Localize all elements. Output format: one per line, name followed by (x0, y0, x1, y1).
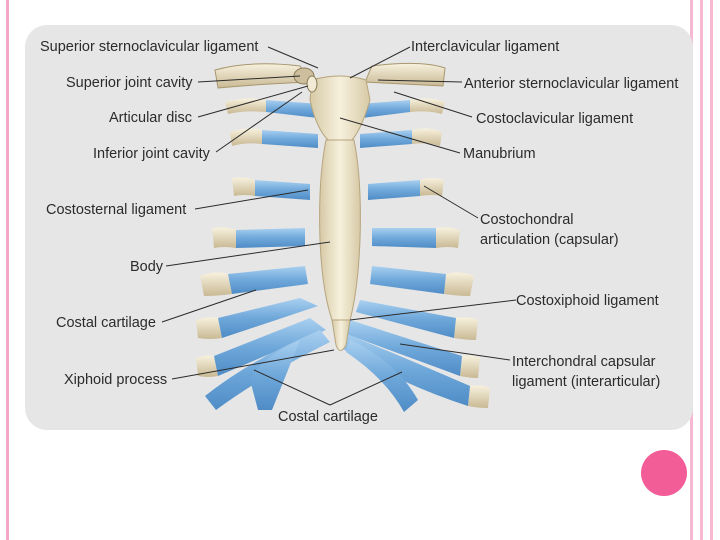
rib-left-4 (212, 227, 236, 248)
label-interchondral-capsular-1: Interchondral capsular (512, 354, 656, 370)
label-costosternal-ligament: Costosternal ligament (46, 202, 186, 218)
clavicle-right (365, 63, 445, 86)
label-interclavicular-ligament: Interclavicular ligament (411, 39, 559, 55)
rib-right-3 (420, 178, 444, 196)
label-costochondral-articulation-1: Costochondral (480, 212, 574, 228)
cartilage-left-5 (228, 266, 308, 294)
cartilage-right-5 (370, 266, 446, 294)
label-costal-cartilage-left: Costal cartilage (56, 315, 156, 331)
rib-left-3 (232, 177, 255, 196)
label-body: Body (130, 259, 164, 275)
slide-border-right-2 (700, 0, 703, 540)
label-articular-disc: Articular disc (109, 110, 192, 126)
left-ribs (196, 98, 330, 410)
sternum-diagram: Superior sternoclavicular ligament Inter… (25, 25, 693, 430)
label-superior-joint-cavity: Superior joint cavity (66, 75, 193, 91)
articular-disc-shape (307, 76, 317, 92)
rib-right-8 (468, 385, 490, 408)
label-anterior-sternoclavicular-ligament: Anterior sternoclavicular ligament (464, 76, 678, 92)
cartilage-right-3 (368, 180, 420, 200)
cartilage-left-2 (262, 130, 318, 148)
slide-accent-circle (641, 450, 687, 496)
label-costal-cartilage-bottom: Costal cartilage (278, 409, 378, 425)
cartilage-left-3 (255, 180, 310, 200)
cartilage-right-2 (360, 130, 412, 148)
label-inferior-joint-cavity: Inferior joint cavity (93, 146, 211, 162)
rib-right-7 (460, 355, 480, 378)
label-manubrium: Manubrium (463, 146, 536, 162)
label-costoclavicular-ligament: Costoclavicular ligament (476, 111, 633, 127)
rib-right-4 (436, 227, 460, 248)
rib-right-5 (444, 272, 474, 296)
slide-border-left (6, 0, 9, 540)
label-superior-sternoclavicular-ligament: Superior sternoclavicular ligament (40, 39, 258, 55)
sternum-body-bone (320, 140, 361, 320)
diagram-panel: Superior sternoclavicular ligament Inter… (25, 25, 693, 430)
rib-left-6 (196, 317, 222, 339)
rib-right-6 (454, 317, 478, 340)
rib-left-5 (200, 272, 232, 296)
manubrium-bone (310, 76, 370, 140)
label-xiphoid-process: Xiphoid process (64, 372, 167, 388)
label-costochondral-articulation-2: articulation (capsular) (480, 232, 619, 248)
cartilage-left-4 (236, 228, 305, 248)
label-costoxiphoid-ligament: Costoxiphoid ligament (516, 293, 659, 309)
rib-left-1 (225, 98, 268, 114)
label-interchondral-capsular-2: ligament (interarticular) (512, 374, 660, 390)
slide-border-right-3 (710, 0, 713, 540)
cartilage-right-4 (372, 228, 436, 248)
